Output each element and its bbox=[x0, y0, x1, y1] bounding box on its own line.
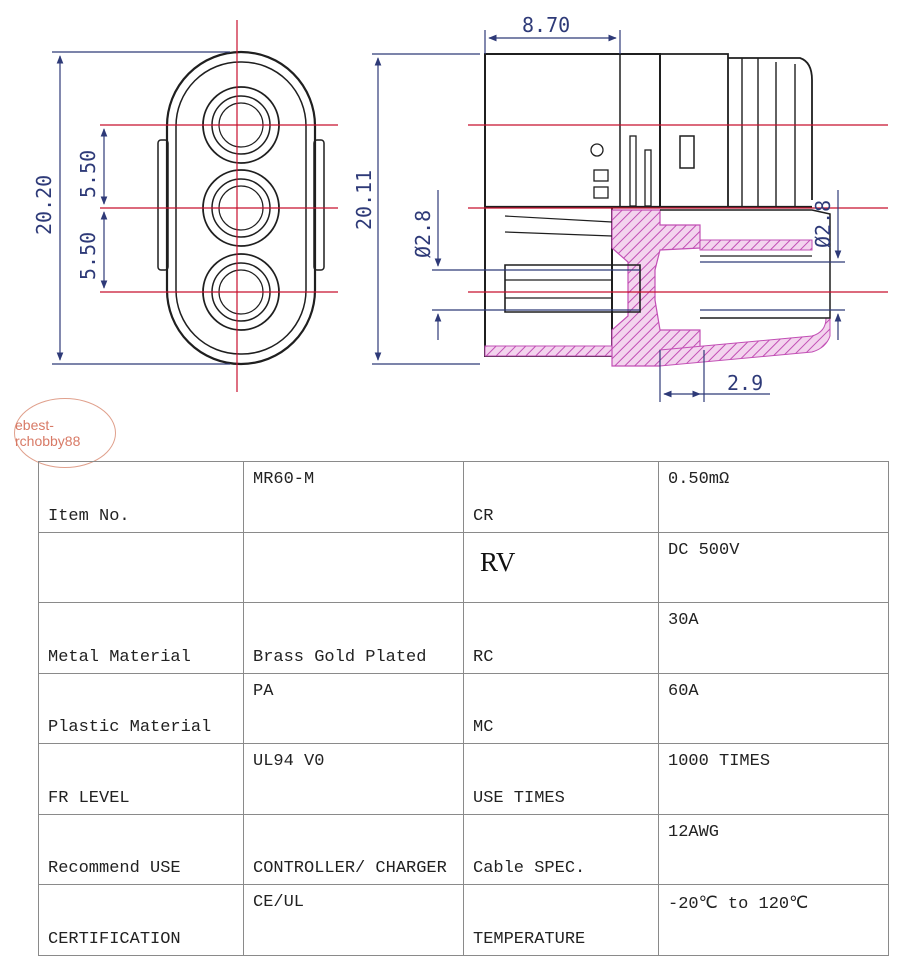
section-hatch-insulator bbox=[611, 209, 701, 367]
table-row-fr-level: FR LEVEL UL94 V0 USE TIMES 1000 TIMES bbox=[38, 743, 889, 815]
section-hatch-rear-bottom bbox=[659, 317, 831, 367]
value-temperature: -20℃ to 120℃ bbox=[668, 895, 809, 915]
value-item-no: MR60-M bbox=[253, 470, 315, 489]
dimension-front-length: 8.70 bbox=[522, 13, 570, 37]
side-housing-top-outline bbox=[484, 53, 661, 207]
value-cr: 0.50mΩ bbox=[668, 470, 730, 489]
value-mc: 60A bbox=[668, 681, 699, 701]
side-rear-body bbox=[660, 53, 729, 207]
dimension-side-height: 20.11 bbox=[352, 170, 376, 230]
table-row-recommend-use: Recommend USE CONTROLLER/ CHARGER Cable … bbox=[38, 813, 889, 886]
side-housing-bottom-outline bbox=[484, 207, 613, 357]
label-temperature: TEMPERATURE bbox=[473, 930, 586, 949]
specification-table: Item No. MR60-M CR 0.50mΩ RV DC 500V Met… bbox=[38, 461, 889, 956]
side-rear-ribs bbox=[728, 57, 813, 200]
dimension-pin-diameter-right: Ø2.8 bbox=[811, 200, 835, 248]
section-hatch-rear-top bbox=[699, 239, 813, 251]
side-section-view: 8.70 20.11 Ø2.8 Ø2.8 2.9 bbox=[352, 13, 888, 402]
label-rv: RV bbox=[480, 546, 516, 577]
polarity-marking-icon bbox=[590, 143, 604, 157]
connector-technical-drawing: 20.20 5.50 5.50 bbox=[32, 13, 888, 402]
value-certification: CE/UL bbox=[253, 893, 305, 913]
label-metal-material: Metal Material bbox=[48, 647, 191, 667]
dimension-cup-length: 2.9 bbox=[727, 371, 763, 395]
value-fr-level: UL94 V0 bbox=[253, 752, 325, 772]
dimension-pin-diameter-left: Ø2.8 bbox=[411, 210, 435, 258]
value-rv: DC 500V bbox=[668, 540, 740, 560]
label-cable-spec: Cable SPEC. bbox=[473, 859, 586, 879]
table-row-item-no: Item No. MR60-M CR 0.50mΩ bbox=[38, 461, 889, 533]
value-use-times: 1000 TIMES bbox=[668, 752, 771, 772]
dimension-pin-pitch-top: 5.50 bbox=[76, 150, 100, 198]
label-item-no: Item No. bbox=[48, 506, 130, 526]
label-fr-level: FR LEVEL bbox=[48, 788, 130, 808]
marking-square-icon-2 bbox=[593, 186, 609, 199]
section-hatch-bottom-strip bbox=[484, 345, 613, 357]
dimension-pin-pitch-bottom: 5.50 bbox=[76, 232, 100, 280]
front-side-rib-left bbox=[157, 139, 169, 271]
value-metal-material: Brass Gold Plated bbox=[253, 647, 427, 667]
front-dimension-lines bbox=[52, 51, 230, 365]
value-plastic-material: PA bbox=[253, 681, 274, 701]
table-row-plastic-material: Plastic Material PA MC 60A bbox=[38, 672, 889, 745]
solder-cup bbox=[660, 209, 831, 319]
value-recommend-use: CONTROLLER/ CHARGER bbox=[253, 859, 447, 879]
side-dimension-lines bbox=[372, 30, 845, 402]
value-rc: 30A bbox=[668, 611, 699, 631]
label-rc: RC bbox=[473, 647, 494, 667]
label-recommend-use: Recommend USE bbox=[48, 859, 181, 879]
label-cr: CR bbox=[473, 506, 494, 526]
label-use-times: USE TIMES bbox=[473, 788, 565, 808]
label-mc: MC bbox=[473, 718, 494, 738]
value-cable-spec: 12AWG bbox=[668, 822, 720, 842]
table-row-metal-material: Metal Material Brass Gold Plated RC 30A bbox=[38, 602, 889, 674]
side-center-lines bbox=[468, 124, 888, 293]
front-view: 20.20 5.50 5.50 bbox=[32, 20, 338, 392]
watermark-stamp: ebest-rchobby88 bbox=[14, 398, 116, 468]
front-center-lines bbox=[100, 20, 338, 392]
marking-square-icon-1 bbox=[593, 169, 609, 182]
label-certification: CERTIFICATION bbox=[48, 930, 181, 949]
table-row-rv: RV DC 500V bbox=[38, 531, 889, 604]
front-side-rib-right bbox=[313, 139, 325, 271]
contact-pin bbox=[504, 264, 641, 313]
dimension-overall-height: 20.20 bbox=[32, 175, 56, 235]
label-plastic-material: Plastic Material bbox=[48, 718, 212, 738]
table-row-certification: CERTIFICATION CE/UL TEMPERATURE -20℃ to … bbox=[38, 884, 889, 956]
